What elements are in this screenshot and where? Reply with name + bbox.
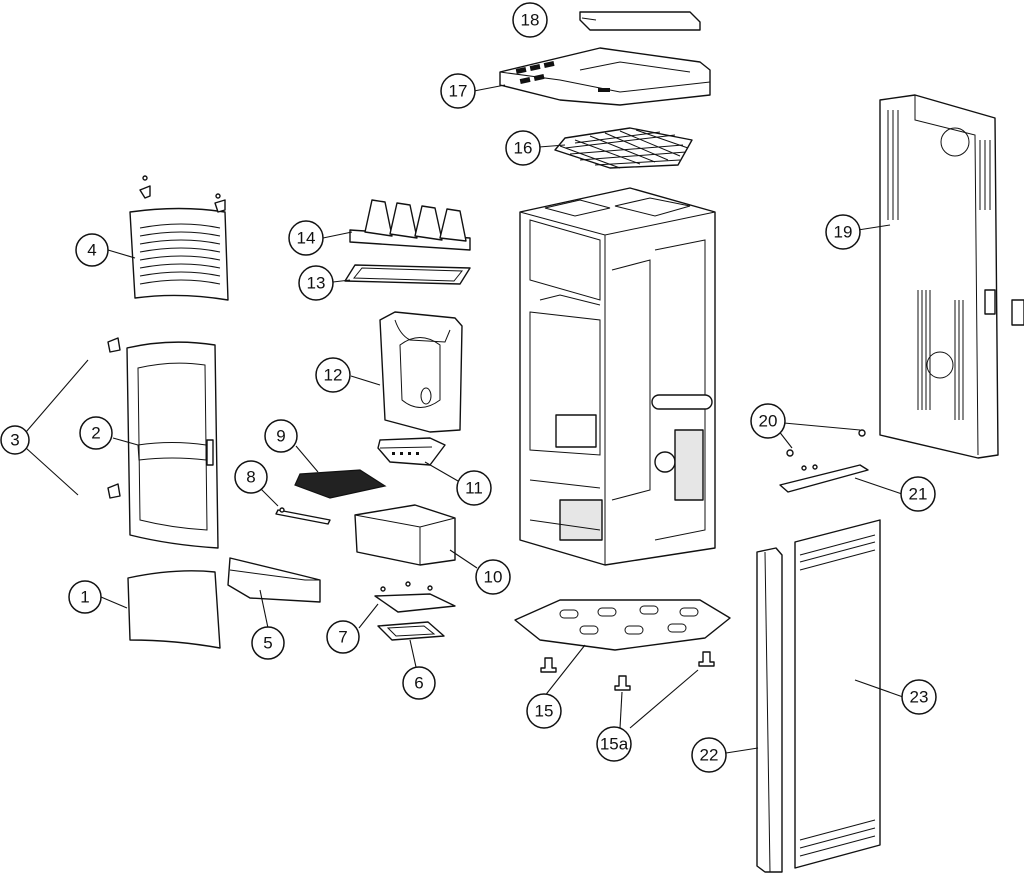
callout-3: 3	[0, 425, 30, 455]
callout-label: 10	[484, 568, 503, 587]
callout-17: 17	[440, 73, 476, 109]
callout-label: 14	[297, 229, 316, 248]
part-ash-pan	[354, 504, 456, 566]
part-door	[107, 337, 219, 549]
part-mesh-grille	[554, 127, 693, 169]
callout-label: 22	[700, 746, 719, 765]
callout-14: 14	[288, 220, 324, 256]
callout-16: 16	[505, 130, 541, 166]
callout-label: 6	[414, 674, 423, 693]
part-top-lid	[579, 11, 701, 31]
part-feet	[540, 651, 715, 691]
callout-label: 18	[521, 11, 540, 30]
callout-label: 7	[338, 628, 347, 647]
callout-label: 16	[514, 139, 533, 158]
callout-label: 23	[910, 688, 929, 707]
part-corner-pillar	[756, 547, 783, 873]
callout-10: 10	[475, 559, 511, 595]
part-bracket	[779, 429, 869, 493]
callout-8: 8	[234, 460, 268, 494]
callout-21: 21	[900, 476, 936, 512]
callout-23: 23	[901, 679, 937, 715]
callout-label: 1	[80, 588, 89, 607]
part-firebox-back	[379, 311, 463, 433]
callout-label: 11	[465, 479, 483, 498]
part-rod	[275, 507, 331, 525]
part-deflector	[227, 557, 321, 603]
callout-6: 6	[402, 666, 436, 700]
part-top-cover	[499, 47, 711, 106]
callout-label: 15a	[600, 735, 629, 754]
part-lower-panel	[127, 570, 221, 649]
callout-4: 4	[75, 233, 109, 267]
callout-label: 9	[276, 427, 285, 446]
callout-20: 20	[750, 403, 786, 439]
callout-label: 2	[91, 424, 100, 443]
part-upper-grille	[129, 175, 229, 301]
callout-label: 3	[10, 431, 19, 450]
part-burn-pot	[377, 437, 446, 466]
callout-15a: 15a	[596, 726, 632, 762]
part-base-plate	[514, 599, 731, 651]
callout-label: 4	[87, 241, 96, 260]
callout-label: 15	[535, 702, 554, 721]
part-main-body	[519, 187, 716, 566]
callout-label: 20	[759, 412, 778, 431]
callout-18: 18	[512, 2, 548, 38]
callout-1: 1	[68, 580, 102, 614]
callout-15: 15	[526, 693, 562, 729]
callout-label: 13	[307, 274, 326, 293]
callout-label: 12	[324, 366, 343, 385]
callout-label: 21	[909, 485, 928, 504]
callout-label: 17	[449, 82, 468, 101]
callout-13: 13	[298, 265, 334, 301]
part-frame-gasket	[377, 621, 445, 641]
callout-label: 8	[246, 468, 255, 487]
part-gasket	[344, 264, 471, 285]
callout-2: 2	[79, 416, 113, 450]
callout-12: 12	[315, 357, 351, 393]
part-cover-plate	[374, 581, 456, 613]
callout-9: 9	[264, 419, 298, 453]
callout-19: 19	[825, 214, 861, 250]
part-heat-exchanger	[349, 199, 471, 251]
callout-11: 11	[456, 470, 492, 506]
part-side-panel	[879, 94, 1024, 459]
callout-7: 7	[326, 620, 360, 654]
part-grate	[294, 469, 387, 499]
callout-label: 19	[834, 223, 853, 242]
callout-label: 5	[263, 634, 272, 653]
callout-5: 5	[251, 626, 285, 660]
callout-22: 22	[691, 737, 727, 773]
part-side-cover	[794, 519, 881, 869]
